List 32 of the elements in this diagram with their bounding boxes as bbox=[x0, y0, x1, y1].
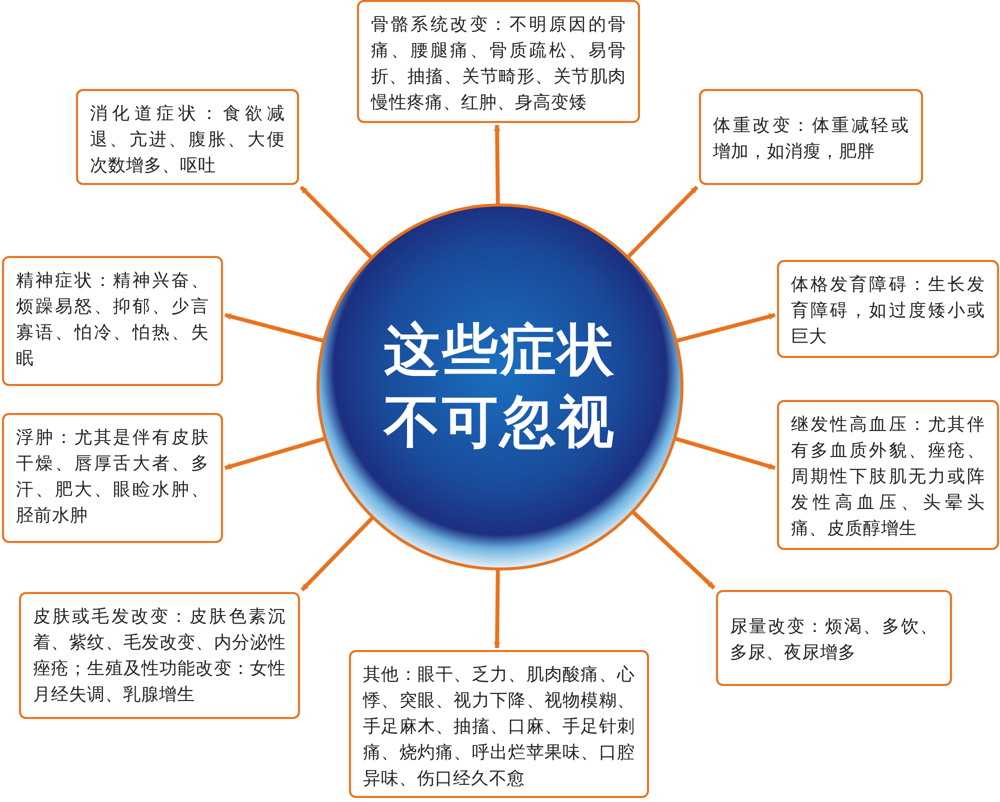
symptom-box bbox=[349, 650, 649, 798]
symptom-box bbox=[19, 592, 300, 719]
arrow bbox=[627, 186, 698, 258]
arrow bbox=[494, 570, 501, 649]
symptom-text: 继发性高血压：尤其伴有多血质外貌、痤疮、周期性下肢肌无力或阵发性高血压、头晕头痛、皮质醇增生 bbox=[791, 414, 985, 541]
center-circle bbox=[316, 203, 684, 571]
symptom-text: 其他：眼干、乏力、肌肉酸痛、心悸、突眼、视力下降、视物模糊、手足麻木、抽搐、口麻、手足针刺痛、烧灼痛、呼出烂苹果味、口腔异味、伤口经久不愈 bbox=[363, 664, 635, 791]
symptom-text: 体格发育障碍：生长发育障碍，如过度矮小或巨大 bbox=[791, 274, 985, 349]
center-title: 这些症状不可忽视 bbox=[382, 317, 617, 457]
symptom-box bbox=[2, 413, 223, 543]
symptom-text: 精神症状：精神兴奋、烦躁易怒、抑郁、少言寡语、怕冷、怕热、失眠 bbox=[16, 270, 209, 371]
symptom-box bbox=[716, 590, 952, 686]
symptom-box bbox=[2, 256, 223, 386]
arrow bbox=[300, 186, 372, 259]
symptom-text: 体重改变：体重减轻或增加，如消瘦，肥胖 bbox=[713, 115, 909, 164]
symptom-box bbox=[76, 89, 299, 185]
symptom-box bbox=[777, 260, 999, 358]
symptom-box bbox=[777, 400, 999, 550]
symptom-text: 骨骼系统改变：不明原因的骨痛、腰腿痛、骨质疏松、易骨折、抽搐、关节畸形、关节肌肉慢性疼痛、红肿、身高变矮 bbox=[371, 14, 626, 115]
symptom-text: 浮肿：尤其是伴有皮肤干燥、唇厚舌大者、多汗、肥大、眼睑水肿、胫前水肿 bbox=[16, 427, 209, 528]
arrow bbox=[632, 510, 716, 590]
symptom-text: 消化道症状：食欲减退、亢进、腹胀、大便次数增多、呕吐 bbox=[90, 103, 285, 178]
arrow bbox=[494, 124, 501, 204]
arrow bbox=[300, 516, 374, 592]
symptom-text: 尿量改变：烦渴、多饮、多尿、夜尿增多 bbox=[730, 616, 938, 665]
symptom-box bbox=[699, 89, 923, 185]
arrow bbox=[674, 436, 776, 470]
arrow bbox=[224, 436, 326, 470]
symptom-text: 皮肤或毛发改变：皮肤色素沉着、紫纹、毛发改变、内分泌性痤疮；生殖及性功能改变：女性月经失调、乳腺增生 bbox=[33, 606, 286, 707]
arrow bbox=[676, 313, 776, 343]
arrow bbox=[224, 313, 324, 343]
symptom-box bbox=[357, 0, 640, 123]
